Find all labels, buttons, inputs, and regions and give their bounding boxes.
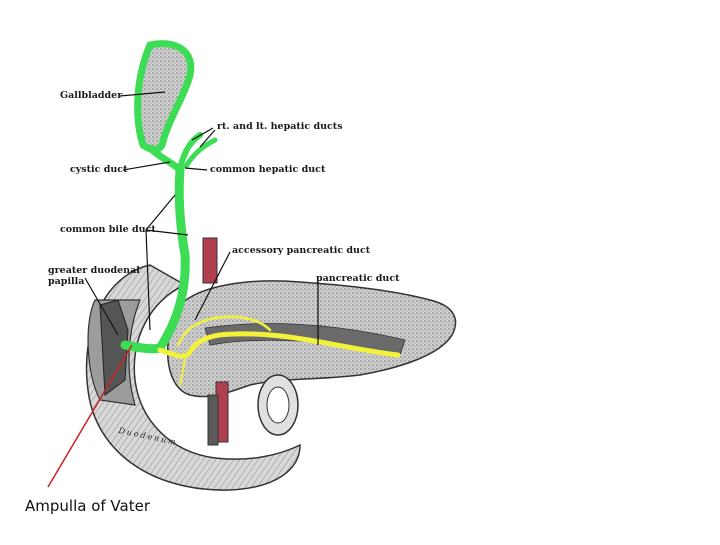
label-gallbladder: Gallbladder: [60, 90, 123, 101]
label-greater-duodenal-papilla: greater duodenal papilla: [48, 265, 140, 287]
label-pancreatic-duct: pancreatic duct: [316, 273, 400, 284]
leader-lines: [84, 91, 319, 345]
duodenum: [85, 264, 301, 491]
label-hepatic-ducts: rt. and lt. hepatic ducts: [217, 121, 343, 132]
label-common-hepatic-duct: common hepatic duct: [210, 164, 326, 175]
label-common-bile-duct: common bile duct: [60, 224, 156, 235]
label-accessory-pancreatic-duct: accessory pancreatic duct: [232, 245, 371, 256]
ampulla-caption: Ampulla of Vater: [25, 497, 150, 515]
gallbladder: [134, 40, 195, 153]
label-greater-duodenal-line2: papilla: [48, 276, 85, 287]
ampulla-pointer: [47, 344, 133, 488]
label-greater-duodenal-line1: greater duodenal: [48, 265, 140, 276]
label-cystic-duct: cystic duct: [70, 164, 128, 175]
pancreatic-ducts: [157, 315, 401, 386]
mesenteric-vessel: [202, 237, 299, 446]
